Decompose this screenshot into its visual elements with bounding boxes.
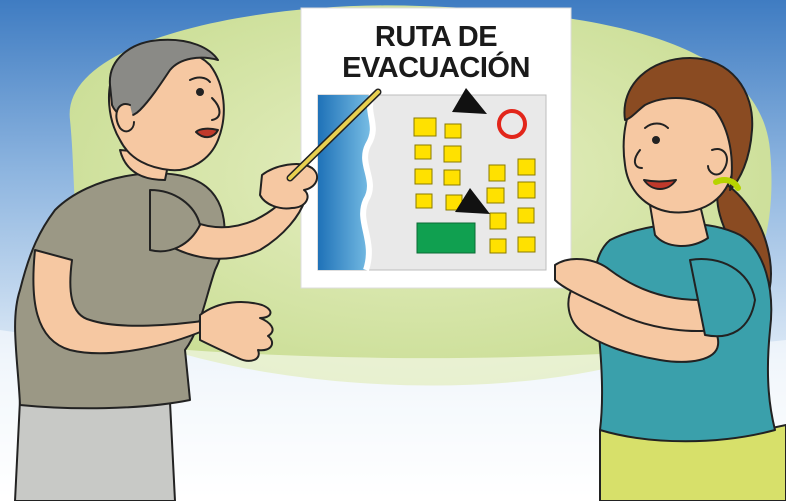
man-mouth — [195, 127, 219, 138]
evacuation-map — [317, 88, 547, 271]
poster-title-line2: EVACUACIÓN — [342, 50, 530, 84]
man-character — [14, 38, 319, 501]
shoreline-foam — [360, 94, 376, 271]
woman-eye — [652, 136, 660, 144]
man-pants — [14, 393, 176, 501]
woman-ear — [707, 148, 728, 176]
man-ear — [115, 103, 135, 133]
poster-title-line1: RUTA DE — [375, 21, 497, 53]
man-eyebrow — [189, 76, 211, 83]
man-hair — [108, 38, 219, 118]
safe-zone-rectangle — [416, 222, 476, 254]
woman-neck — [649, 204, 709, 247]
buildings — [413, 117, 536, 254]
woman-eyebrow — [644, 122, 669, 129]
ground-glow — [0, 330, 786, 501]
man-eye — [196, 88, 204, 96]
woman-hair-tie — [713, 177, 741, 191]
man-sleeve — [149, 189, 201, 253]
woman-nose — [634, 149, 643, 169]
pointer-stick-fill — [288, 90, 380, 180]
exit-arrow-middle — [455, 188, 490, 214]
danger-zone-circle — [497, 109, 527, 139]
exit-arrow-top — [452, 88, 487, 114]
evacuation-poster: RUTA DE EVACUACIÓN — [300, 7, 572, 289]
woman-character — [554, 57, 786, 501]
man-open-hand — [199, 301, 274, 362]
woman-sleeve — [689, 258, 756, 338]
woman-mouth — [643, 179, 677, 190]
man-nose — [211, 97, 221, 121]
